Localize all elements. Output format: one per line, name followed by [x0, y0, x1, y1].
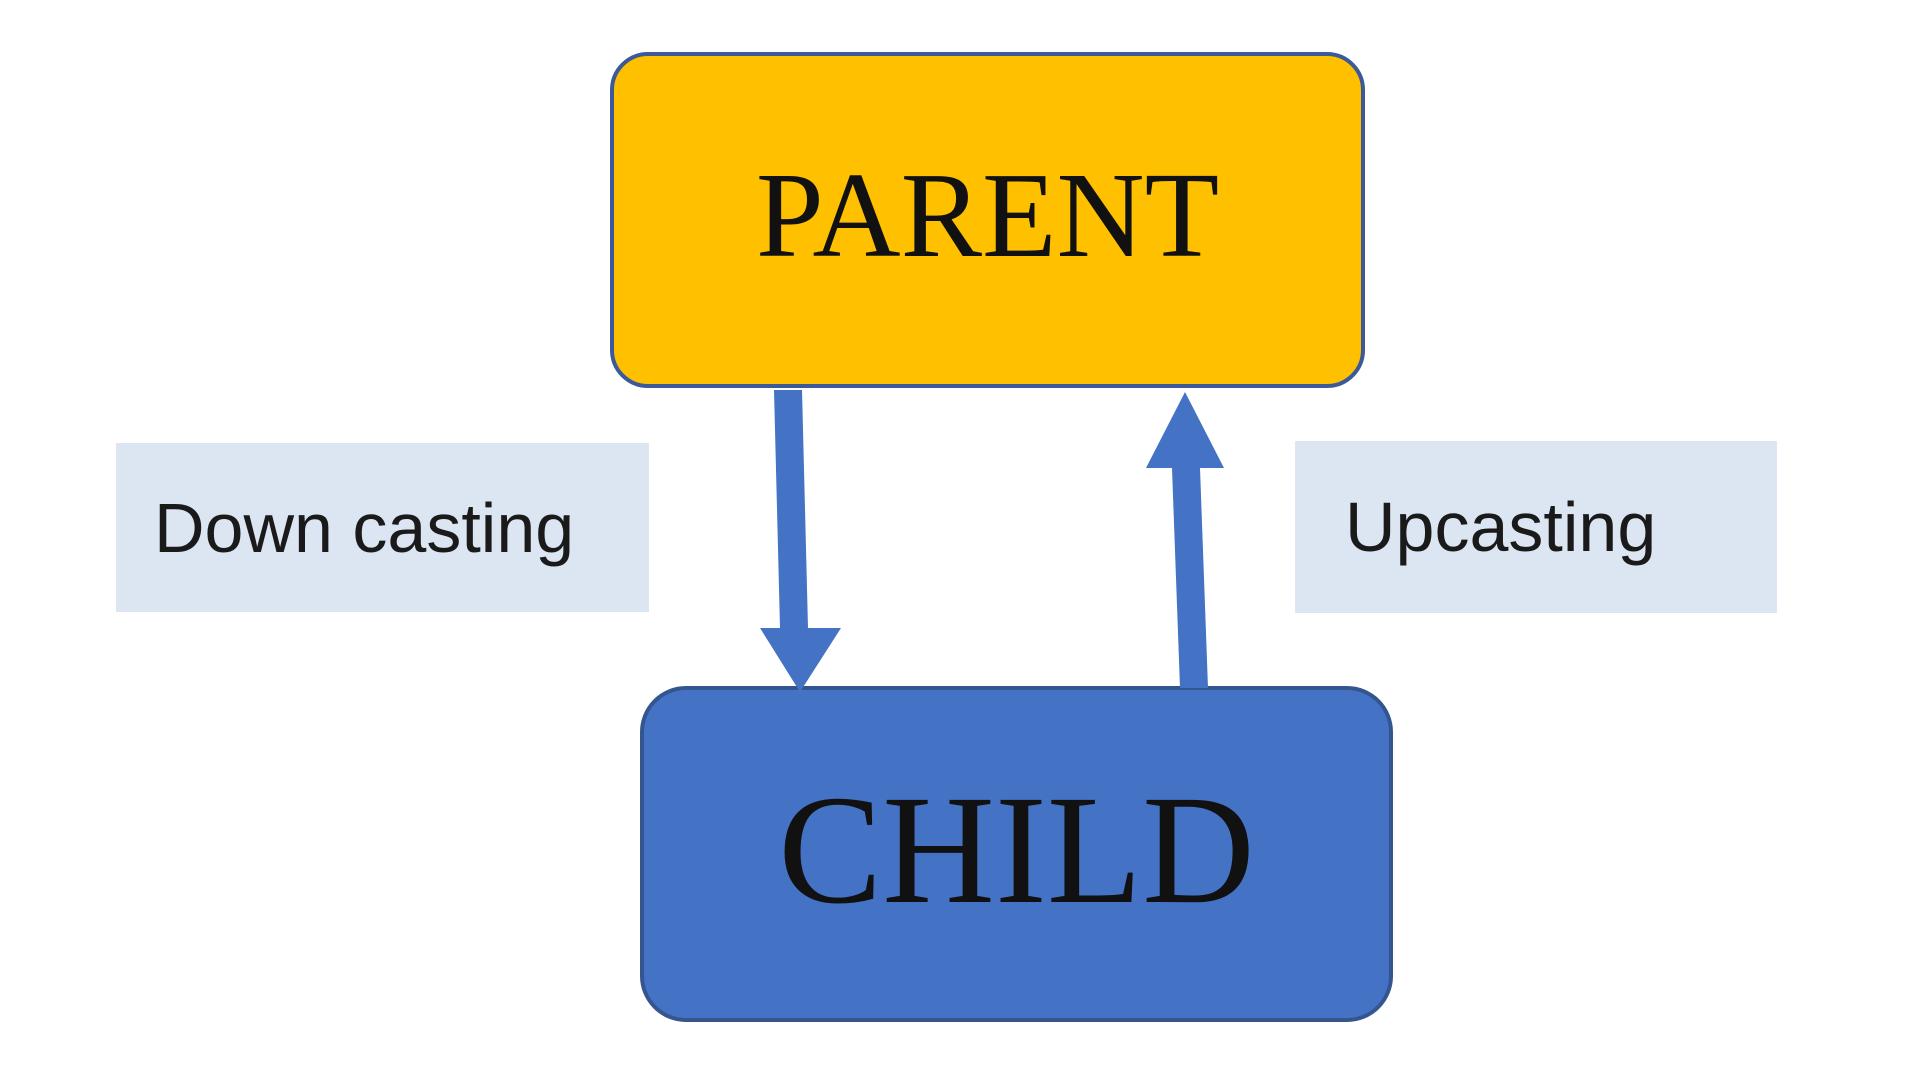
upcasting-label: Upcasting	[1345, 488, 1657, 566]
child-node: CHILD	[640, 686, 1393, 1022]
downcasting-label: Down casting	[154, 488, 575, 567]
upcasting-label-chip: Upcasting	[1295, 441, 1777, 613]
parent-node-label: PARENT	[755, 148, 1220, 283]
parent-node: PARENT	[610, 52, 1365, 388]
downcast-arrow-icon	[760, 390, 841, 692]
child-node-label: CHILD	[778, 763, 1255, 936]
downcasting-label-chip: Down casting	[116, 443, 649, 612]
upcast-arrow-icon	[1146, 392, 1224, 688]
